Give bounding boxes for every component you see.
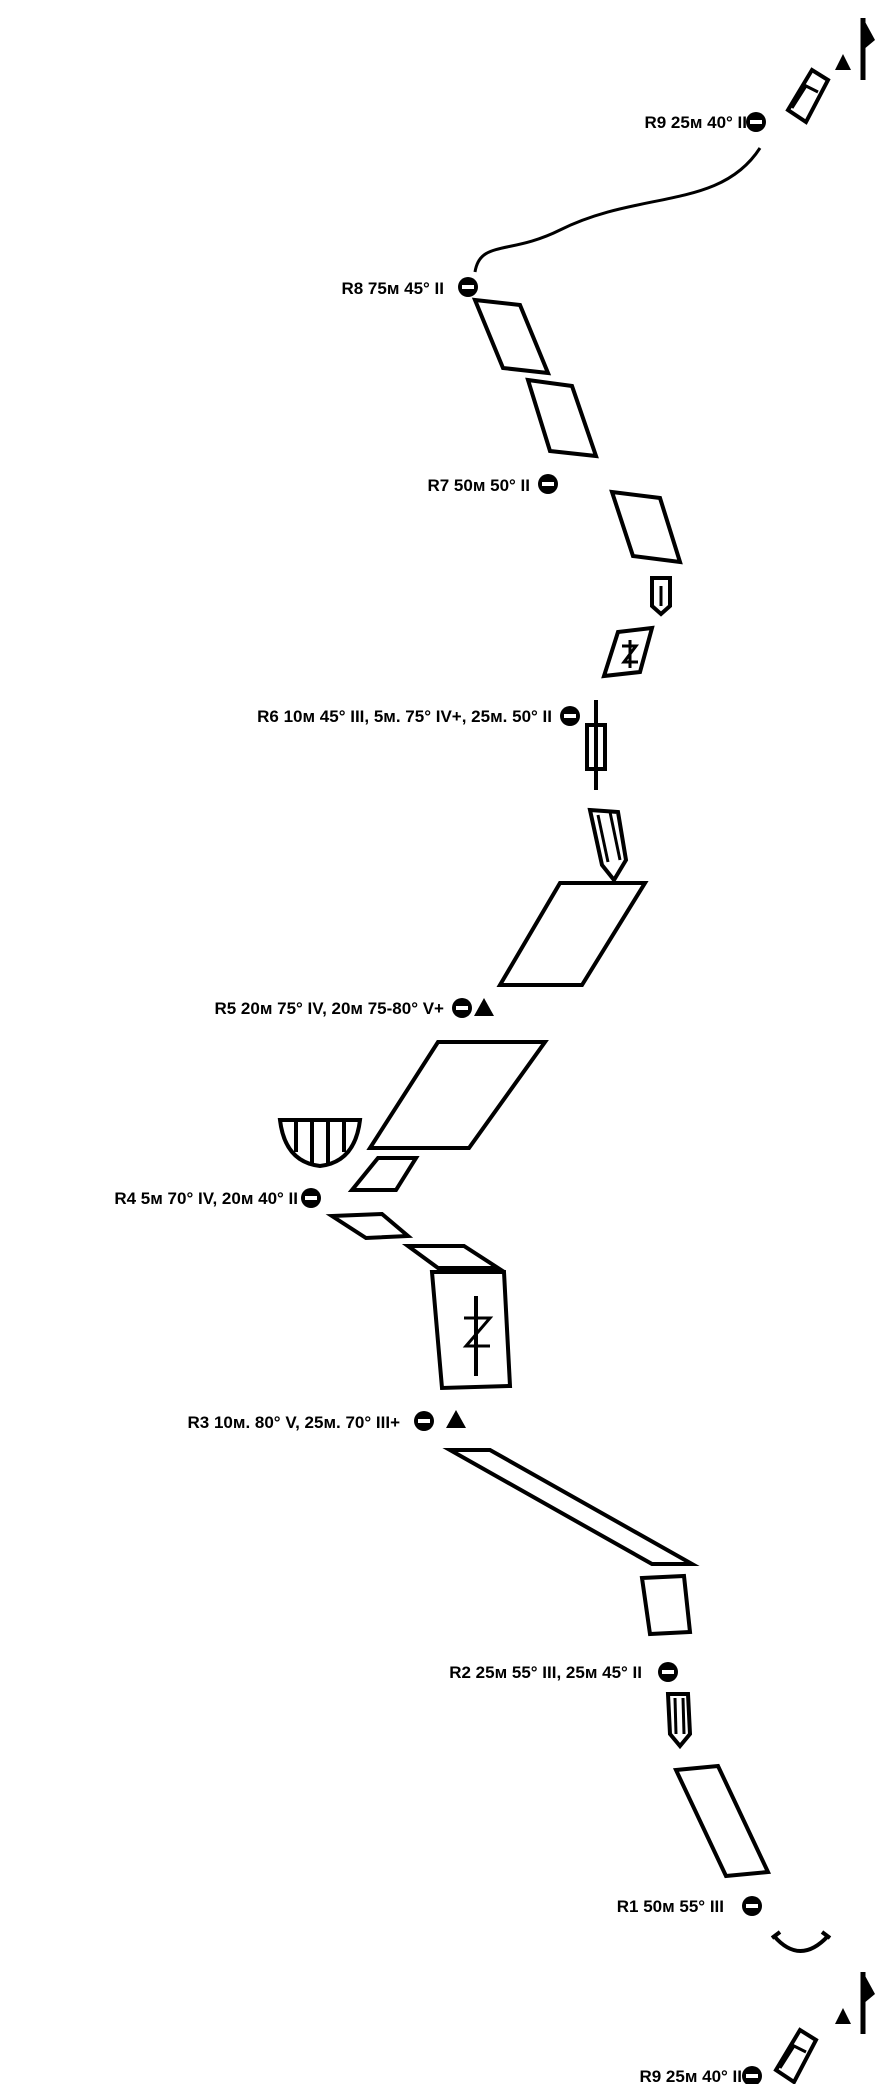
belay-station-icon bbox=[301, 1188, 321, 1208]
ledge-chevron-icon bbox=[650, 576, 672, 617]
crack-feature-icon bbox=[601, 625, 655, 679]
pitch-label-r5: R5 20м 75° IV, 20м 75-80° V+ bbox=[214, 999, 444, 1018]
peak-triangle-icon bbox=[474, 998, 494, 1016]
ledge-chevron-icon bbox=[587, 807, 629, 884]
ledge-chevron-icon bbox=[785, 67, 831, 125]
belay-station-icon bbox=[458, 277, 478, 297]
belay-station-icon bbox=[658, 1662, 678, 1682]
slab-section bbox=[672, 1763, 772, 1879]
wall-crack-feature bbox=[429, 1270, 513, 1391]
slab-section bbox=[525, 377, 599, 459]
belay-station-icon bbox=[538, 474, 558, 494]
pitch-label-r6: R6 10м 45° III, 5м. 75° IV+, 25м. 50° II bbox=[257, 707, 552, 726]
overhang-feature-icon bbox=[277, 1118, 363, 1169]
route-line bbox=[473, 147, 762, 273]
peak-triangle-icon bbox=[835, 2008, 851, 2024]
pitch-label-r4: R4 5м 70° IV, 20м 40° II bbox=[114, 1189, 298, 1208]
summit-flag-icon bbox=[860, 1972, 875, 2034]
pitch-label-r7: R7 50м 50° II bbox=[427, 476, 530, 495]
belay-station-icon bbox=[452, 998, 472, 1018]
summit-flag-icon bbox=[860, 18, 875, 80]
belay-station-icon bbox=[746, 112, 766, 132]
chimney-feature-icon bbox=[585, 700, 607, 790]
peak-triangle-icon bbox=[446, 1410, 466, 1428]
peak-triangle-icon bbox=[835, 54, 851, 70]
slab-section bbox=[496, 881, 649, 987]
pitch-label-r9-bottom: R9 25м 40° II bbox=[639, 2067, 742, 2084]
ledge-section bbox=[325, 1211, 414, 1241]
pitch-label-r8: R8 75м 45° II bbox=[341, 279, 444, 298]
pitch-label-r1: R1 50м 55° III bbox=[617, 1897, 724, 1916]
belay-station-icon bbox=[742, 1896, 762, 1916]
slab-section bbox=[347, 1156, 420, 1192]
belay-station-icon bbox=[742, 2066, 762, 2084]
slab-section bbox=[442, 1448, 700, 1566]
slab-section bbox=[609, 489, 683, 565]
pitch-label-r9: R9 25м 40° II bbox=[644, 113, 747, 132]
pitch-label-r3: R3 10м. 80° V, 25м. 70° III+ bbox=[188, 1413, 401, 1432]
bergschrund-feature-icon bbox=[770, 1930, 832, 1953]
slab-section bbox=[471, 297, 552, 376]
slab-section bbox=[639, 1573, 693, 1637]
belay-station-icon bbox=[414, 1411, 434, 1431]
pitch-label-r2: R2 25м 55° III, 25м 45° II bbox=[449, 1663, 642, 1682]
belay-station-icon bbox=[560, 706, 580, 726]
ledge-section bbox=[401, 1244, 505, 1270]
slab-section bbox=[366, 1040, 549, 1150]
ledge-chevron-icon bbox=[773, 2027, 819, 2084]
ledge-chevron-icon bbox=[665, 1692, 693, 1750]
